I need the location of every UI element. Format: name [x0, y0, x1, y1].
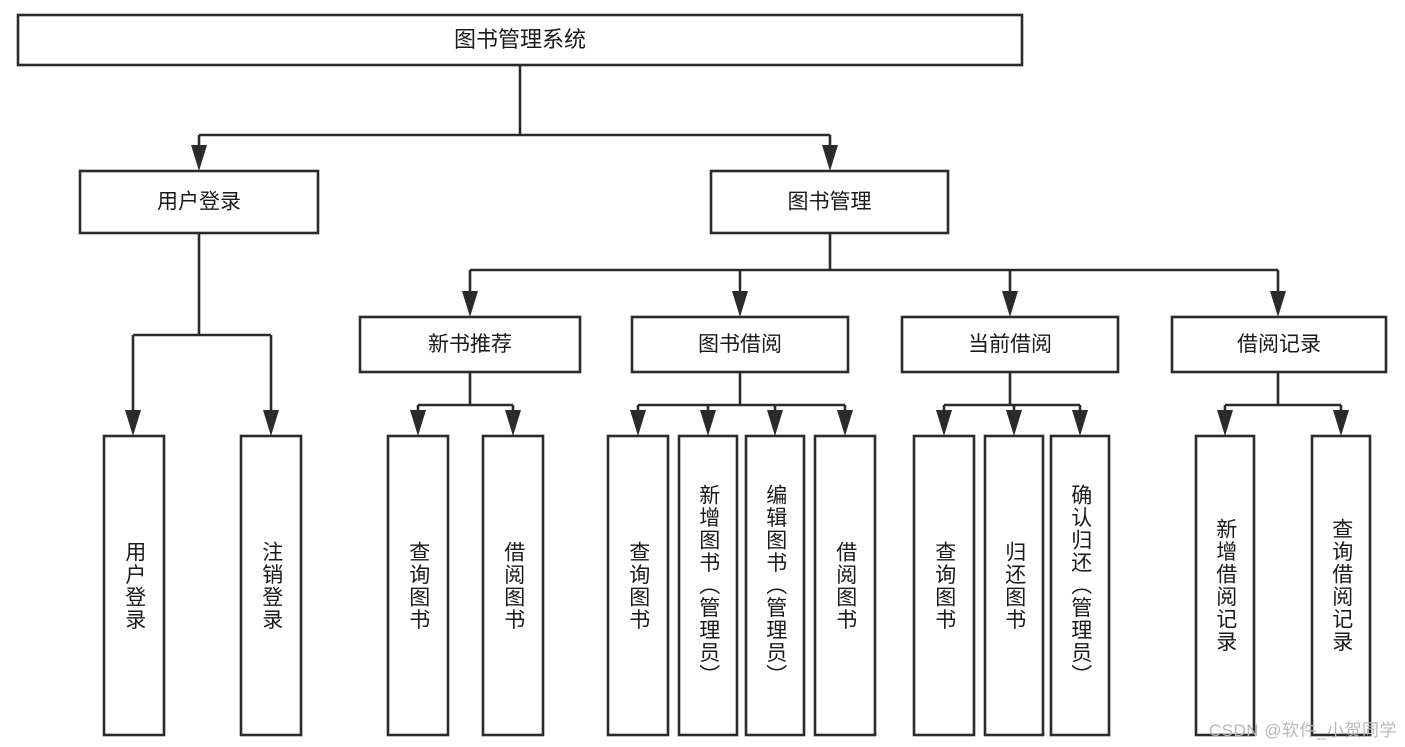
node-leaf-7[interactable] — [744, 434, 806, 737]
arrow-head-icon — [1270, 291, 1286, 317]
node-level2-label-1: 用户登录 — [157, 191, 241, 214]
arrow-head-icon — [837, 410, 853, 436]
node-root[interactable] — [16, 13, 1024, 67]
arrow-head-icon — [1217, 410, 1233, 436]
node-leaf-3[interactable] — [386, 434, 450, 737]
arrow-head-icon — [1333, 410, 1349, 436]
arrow-head-icon — [410, 410, 426, 436]
arrow-head-icon — [505, 410, 521, 436]
arrow-head-icon — [1002, 291, 1018, 317]
node-leaf-5[interactable] — [606, 434, 670, 737]
arrow-head-icon — [1072, 410, 1088, 436]
node-level3-label-3: 当前借阅 — [968, 333, 1052, 356]
arrow-head-icon — [263, 410, 279, 436]
node-leaf-11[interactable] — [1049, 434, 1111, 737]
node-level2-1[interactable] — [78, 169, 320, 235]
arrow-head-icon — [191, 145, 207, 171]
node-leaf-10[interactable] — [983, 434, 1045, 737]
node-leaf-9[interactable] — [912, 434, 976, 737]
arrow-head-icon — [936, 410, 952, 436]
node-level3-label-2: 图书借阅 — [698, 333, 782, 356]
node-level3-4[interactable] — [1170, 315, 1388, 374]
arrow-head-icon — [822, 145, 838, 171]
node-leaf-6[interactable] — [677, 434, 739, 737]
arrow-head-icon — [732, 291, 748, 317]
node-root-label: 图书管理系统 — [454, 27, 586, 52]
arrow-head-icon — [462, 291, 478, 317]
node-leaf-1[interactable] — [102, 434, 166, 737]
arrow-head-icon — [630, 410, 646, 436]
node-leaf-13[interactable] — [1310, 434, 1372, 737]
watermark-text: CSDN @软件_小贺同学 — [1208, 721, 1397, 740]
arrow-head-icon — [1006, 410, 1022, 436]
connectors-layer — [125, 65, 1349, 436]
arrow-head-icon — [125, 410, 141, 436]
node-leaf-2[interactable] — [239, 434, 303, 737]
node-level3-1[interactable] — [358, 315, 582, 374]
node-level3-label-4: 借阅记录 — [1237, 333, 1321, 356]
node-leaf-8[interactable] — [813, 434, 877, 737]
node-level3-2[interactable] — [630, 315, 850, 374]
node-level2-label-2: 图书管理 — [788, 191, 872, 214]
arrow-head-icon — [767, 410, 783, 436]
node-leaf-12[interactable] — [1194, 434, 1256, 737]
node-level3-3[interactable] — [900, 315, 1120, 374]
node-leaf-4[interactable] — [481, 434, 545, 737]
arrow-head-icon — [700, 410, 716, 436]
node-level3-label-1: 新书推荐 — [428, 333, 512, 356]
node-level2-2[interactable] — [709, 169, 950, 235]
